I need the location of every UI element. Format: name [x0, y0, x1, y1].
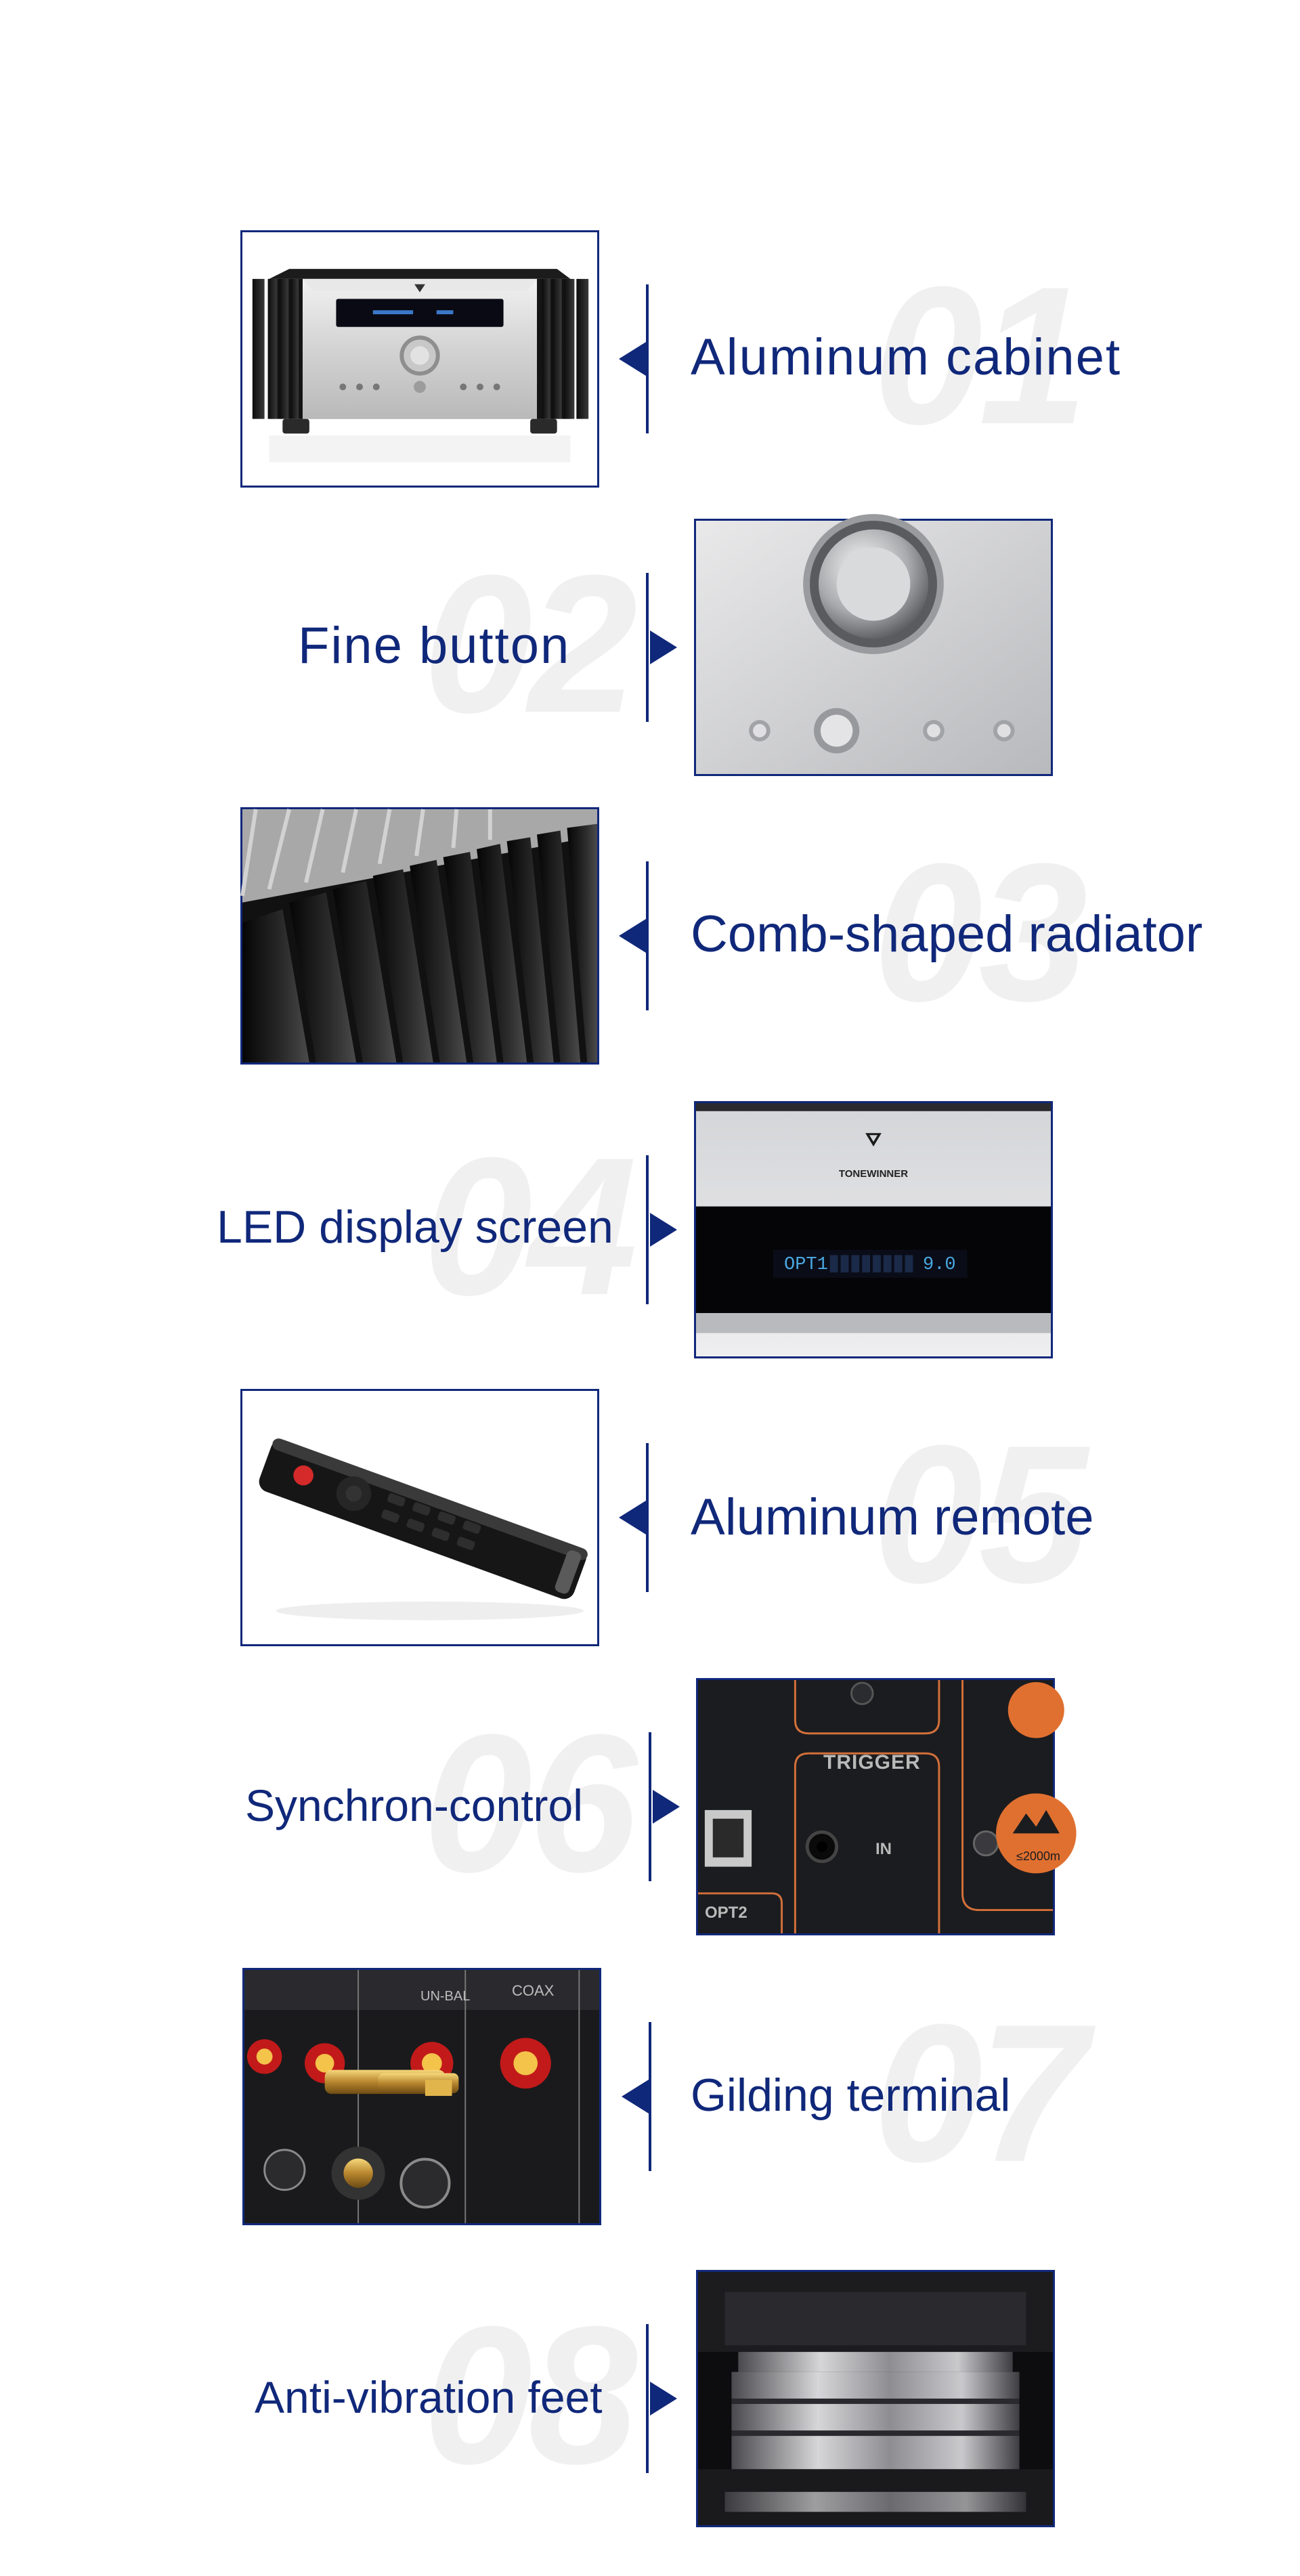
feature-label: Gilding terminal [691, 2069, 1011, 2121]
panel-unbal-label: UN-BAL [420, 1989, 471, 2004]
display-value: 9.0 [923, 1255, 956, 1275]
pointer-right-icon [650, 1213, 677, 1247]
feature-label: Fine button [298, 617, 571, 674]
feature-number: 01 [873, 246, 1088, 465]
damping-foot-photo [696, 2270, 1055, 2527]
feature-row-05: 05 Aluminum remote [0, 1389, 1300, 1646]
panel-in-label: IN [875, 1840, 892, 1858]
pointer-left-icon [622, 2080, 649, 2113]
brand-name: TONEWINNER [838, 1168, 909, 1180]
feature-label: Comb-shaped radiator [691, 905, 1203, 963]
feature-number: 05 [873, 1404, 1088, 1624]
feature-number: 07 [873, 1983, 1088, 2203]
volume-knob-photo [694, 514, 1053, 776]
pointer-left-icon [619, 1501, 646, 1534]
feature-row-04: 04 LED display screen TONEWINNER [0, 1101, 1300, 1358]
feature-row-02: 02 Fine button [0, 514, 1300, 776]
feature-number: 06 [423, 1694, 638, 1913]
pointer-right-icon [653, 1790, 680, 1824]
feature-label: Aluminum cabinet [691, 328, 1122, 386]
feature-label: Synchron-control [245, 1780, 583, 1830]
feature-label: Anti-vibration feet [255, 2372, 603, 2422]
divider-line [646, 2324, 649, 2473]
rca-terminals-photo: UN-BAL COAX [242, 1968, 601, 2225]
divider-line [646, 573, 649, 722]
panel-altitude-badge: ≤2000m [1016, 1849, 1060, 1863]
feature-label: LED display screen [217, 1201, 613, 1253]
heatsink-fins-photo [240, 807, 599, 1065]
divider-line [646, 1443, 649, 1592]
led-display-photo: TONEWINNER OPT1 9.0 [694, 1101, 1053, 1358]
feature-row-03: 03 Comb-shaped radiator [0, 807, 1300, 1065]
pointer-left-icon [619, 342, 646, 376]
feature-row-01: 01 Aluminum cabinet [0, 230, 1300, 488]
divider-line [649, 2022, 651, 2171]
feature-row-06: 06 Synchron-control TRIGGER IN OPT2 [0, 1678, 1300, 1935]
pointer-right-icon [650, 630, 677, 664]
feature-number: 04 [423, 1117, 638, 1336]
trigger-panel-photo: TRIGGER IN OPT2 ≤2000m [696, 1678, 1077, 1935]
feature-number: 08 [423, 2285, 638, 2505]
pointer-left-icon [619, 919, 646, 953]
remote-control-photo [240, 1389, 599, 1646]
panel-title: TRIGGER [823, 1751, 921, 1774]
pointer-right-icon [650, 2382, 677, 2416]
feature-label: Aluminum remote [691, 1488, 1094, 1546]
divider-line [646, 861, 649, 1010]
feature-row-07: UN-BAL COAX 07 Gilding terminal [0, 1968, 1300, 2225]
feature-row-08: 08 Anti-vibration feet [0, 2270, 1300, 2527]
feature-number: 02 [423, 534, 638, 754]
feature-number: 03 [873, 823, 1088, 1042]
divider-line [646, 1155, 649, 1304]
divider-line [646, 284, 649, 433]
panel-opt-label: OPT2 [705, 1904, 748, 1922]
panel-coax-label: COAX [512, 1982, 555, 1999]
display-text: OPT1 [784, 1255, 828, 1275]
divider-line [649, 1732, 651, 1881]
amplifier-front-photo [240, 230, 599, 488]
